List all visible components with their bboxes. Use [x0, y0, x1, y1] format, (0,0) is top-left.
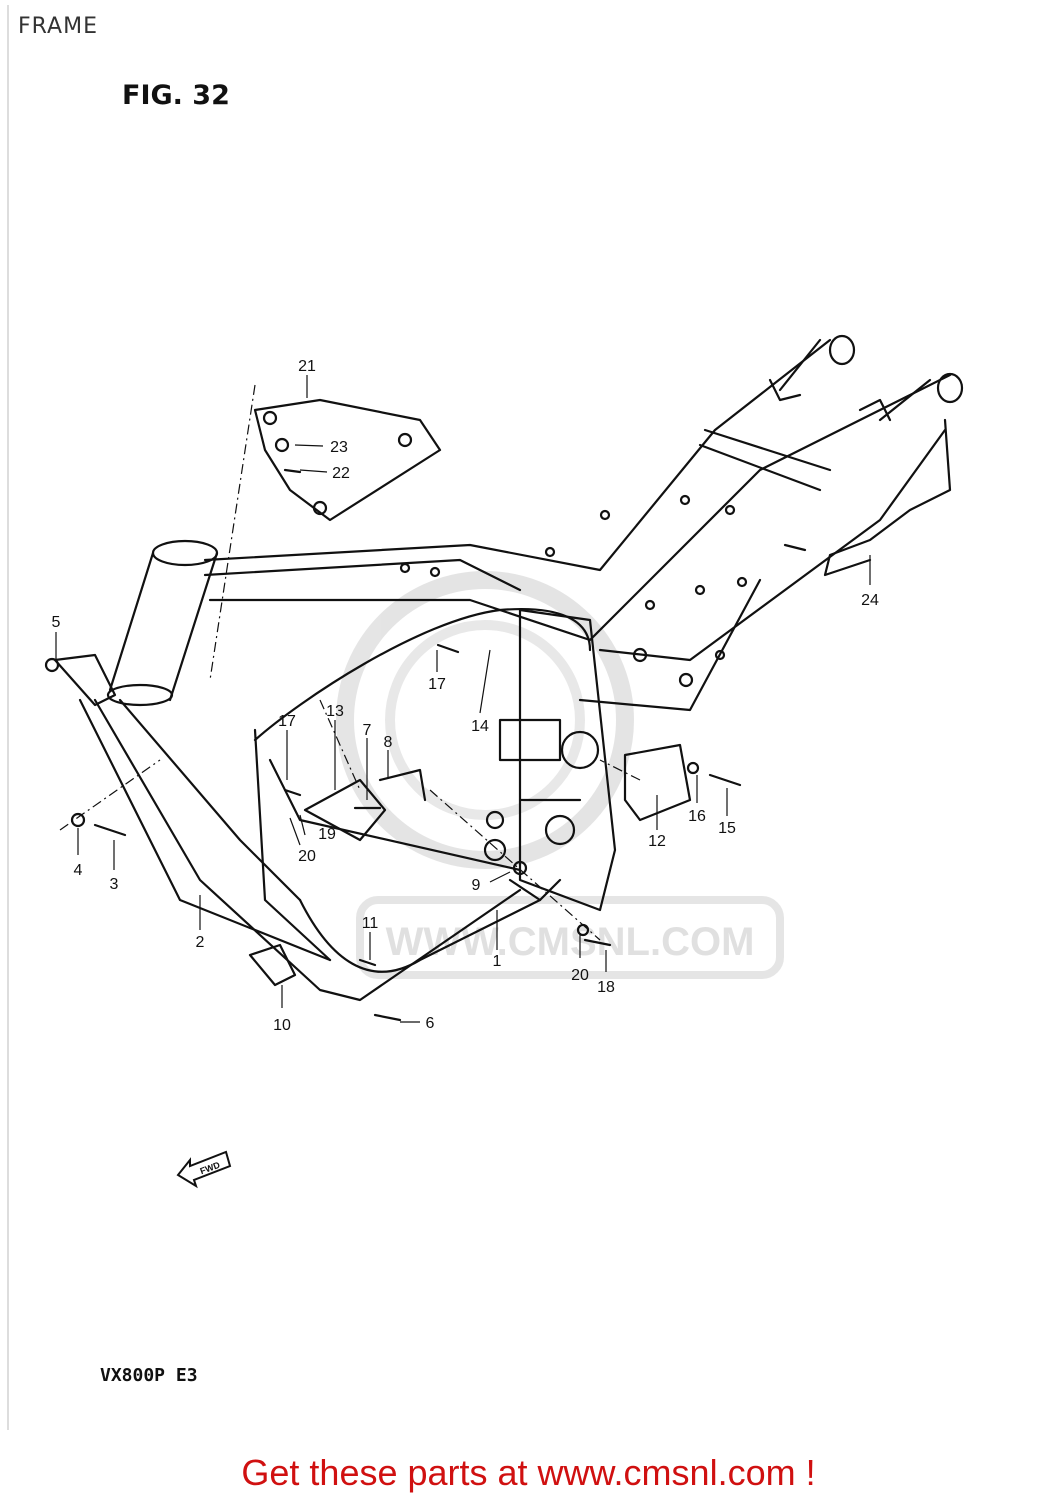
callout-1: 1	[493, 953, 502, 970]
callout-14: 14	[471, 718, 489, 735]
page-title: FRAME	[18, 14, 98, 39]
callout-21: 21	[298, 358, 316, 375]
callout-18: 18	[597, 979, 615, 996]
watermark: WWW.CMSNL.COM	[336, 571, 784, 979]
callout-10: 10	[273, 1017, 291, 1034]
callout-11: 11	[362, 915, 379, 932]
callout-22: 22	[332, 465, 350, 482]
callout-17a: 17	[428, 676, 446, 693]
frame-exploded-diagram: WWW.CMSNL.COM	[7, 5, 964, 1430]
fwd-arrow-icon: FWD	[176, 1150, 232, 1189]
guide-lines	[59, 384, 641, 941]
frame-main	[44, 334, 964, 1022]
footer-link[interactable]: Get these parts at www.cmsnl.com !	[241, 1452, 816, 1493]
callout-15: 15	[718, 820, 736, 837]
callouts	[55, 375, 871, 1023]
callout-12: 12	[648, 833, 666, 850]
callout-2: 2	[196, 934, 205, 951]
callout-6: 6	[426, 1015, 435, 1032]
watermark-text: WWW.CMSNL.COM	[386, 920, 755, 964]
callout-5: 5	[52, 614, 61, 631]
callout-24: 24	[861, 592, 879, 609]
callout-8: 8	[384, 734, 393, 751]
figure-label: FIG. 32	[122, 80, 230, 111]
callout-23: 23	[330, 439, 348, 456]
callout-16: 16	[688, 808, 706, 825]
callout-17b: 17	[278, 713, 296, 730]
callout-4: 4	[74, 862, 83, 879]
callout-20b: 20	[298, 848, 316, 865]
callout-9: 9	[472, 877, 481, 894]
callout-7: 7	[363, 722, 372, 739]
callout-3: 3	[110, 876, 119, 893]
callout-13: 13	[326, 703, 344, 720]
model-code: VX800P E3	[100, 1365, 198, 1386]
callout-labels: 1 2 3 4 5 6 7 8 9 10 11 12 13 14 15 16 1…	[52, 358, 879, 1034]
callout-20a: 20	[571, 967, 589, 984]
callout-19: 19	[318, 826, 336, 843]
